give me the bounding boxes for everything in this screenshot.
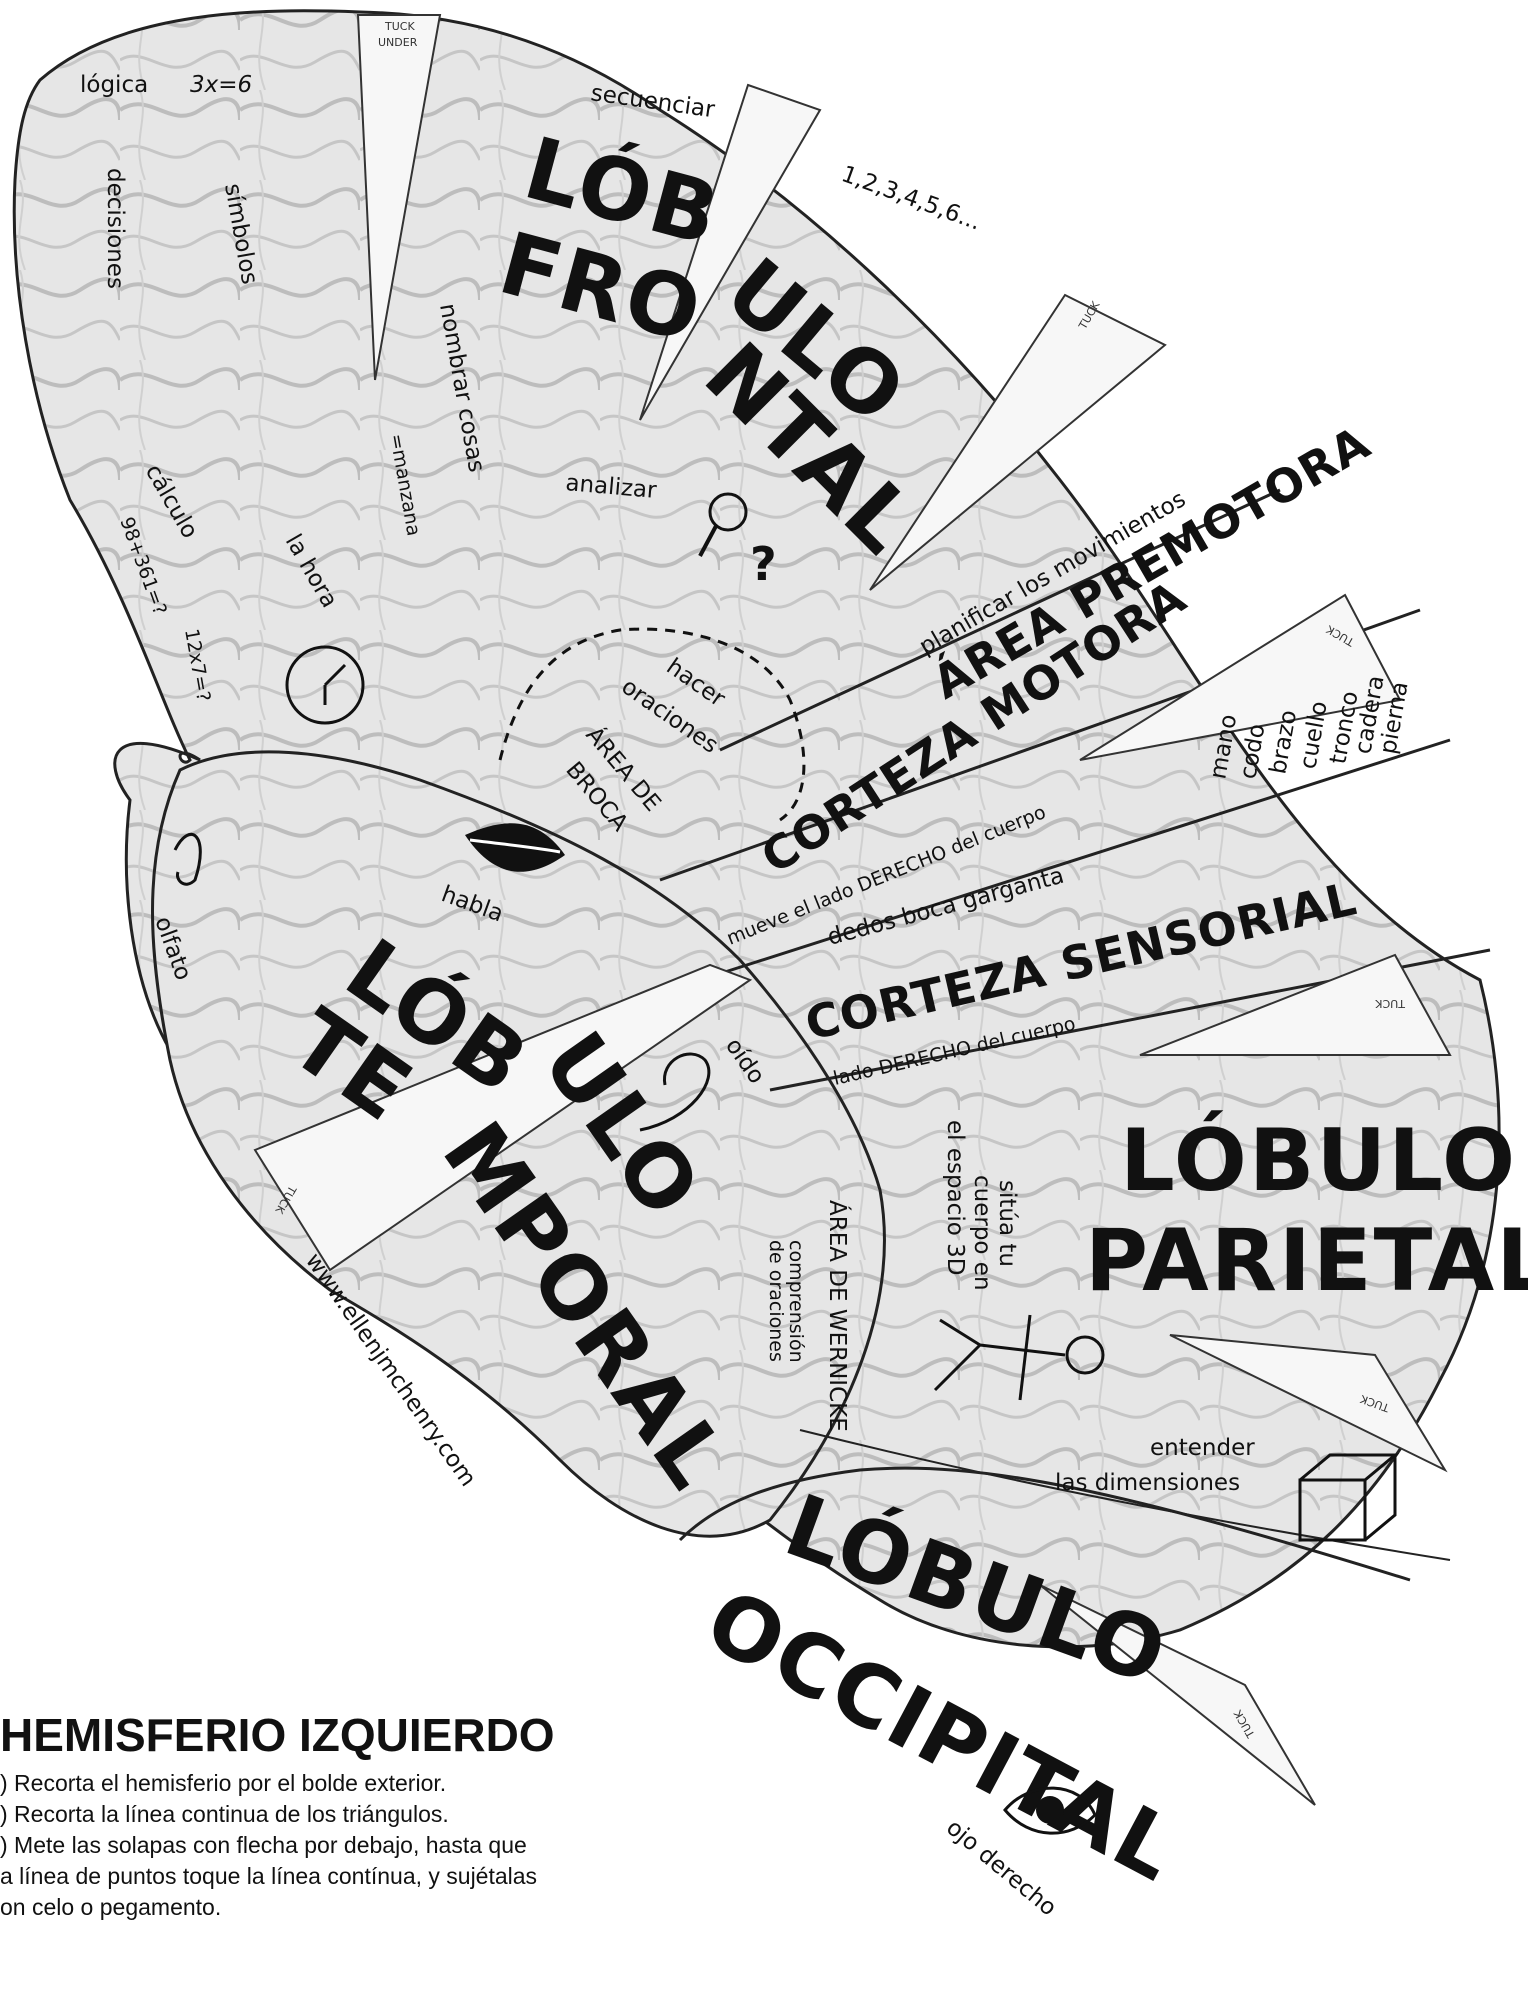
- svg-text:UNDER: UNDER: [378, 36, 418, 49]
- nose-icon: [173, 832, 202, 886]
- question-mark-icon: ?: [750, 537, 778, 591]
- label-numeros: 1,2,3,4,5,6...: [838, 161, 984, 235]
- ear-icon: [639, 1052, 711, 1132]
- label-situa-2: cuerpo en: [969, 1175, 995, 1291]
- label-entender-2: las dimensiones: [1055, 1470, 1240, 1496]
- instruction-step-4: a línea de puntos toque la línea contínu…: [0, 1863, 538, 1889]
- label-wernicke-2: comprensión: [785, 1240, 807, 1363]
- svg-text:TUCK: TUCK: [1375, 997, 1406, 1010]
- instruction-step-5: on celo o pegamento.: [0, 1894, 222, 1920]
- label-entender-1: entender: [1150, 1435, 1255, 1461]
- instructions-block: HEMISFERIO IZQUIERDO ) Recorta el hemisf…: [0, 1708, 720, 1923]
- mouth-icon: [465, 823, 565, 872]
- instruction-step-1: ) Recorta el hemisferio por el bolde ext…: [0, 1770, 447, 1796]
- sensory-strip-line-1: [699, 738, 1451, 982]
- svg-text:TUCK: TUCK: [384, 20, 415, 33]
- tuck-flaps: [253, 14, 1452, 1806]
- stick-figure-icon: [933, 1314, 1105, 1401]
- instructions-steps: ) Recorta el hemisferio por el bolde ext…: [0, 1768, 720, 1923]
- occipital-boundary: [678, 1466, 1411, 1582]
- label-situa-1: sitúa tu: [994, 1180, 1020, 1267]
- instruction-step-3: ) Mete las solapas con flecha por debajo…: [0, 1832, 527, 1858]
- broca-area-outline: [498, 627, 806, 822]
- label-wernicke-3: de oraciones: [765, 1240, 787, 1362]
- label-situa-3: el espacio 3D: [942, 1120, 968, 1275]
- eye-icon: [1003, 1786, 1097, 1835]
- parietal-title-1: LÓBULO: [1120, 1110, 1517, 1211]
- label-logica-eq: 3x=6: [190, 72, 252, 98]
- clock-icon: [285, 645, 365, 725]
- magnifier-icon: [698, 492, 748, 557]
- instruction-step-2: ) Recorta la línea continua de los trián…: [0, 1801, 449, 1827]
- cube-icon: [1298, 1453, 1400, 1542]
- parietal-title-2: PARIETAL: [1085, 1211, 1528, 1311]
- premotor-strip-line: [719, 488, 1281, 752]
- label-wernicke-1: ÁREA DE WERNICKE: [824, 1200, 852, 1432]
- temporal-lobe-outline: [151, 750, 886, 1538]
- instructions-title: HEMISFERIO IZQUIERDO: [0, 1709, 555, 1761]
- body-parts-list: pierna cadera tronco cuello brazo codo m…: [1205, 674, 1413, 781]
- label-decisiones: decisiones: [102, 168, 128, 289]
- label-logica: lógica: [80, 72, 148, 98]
